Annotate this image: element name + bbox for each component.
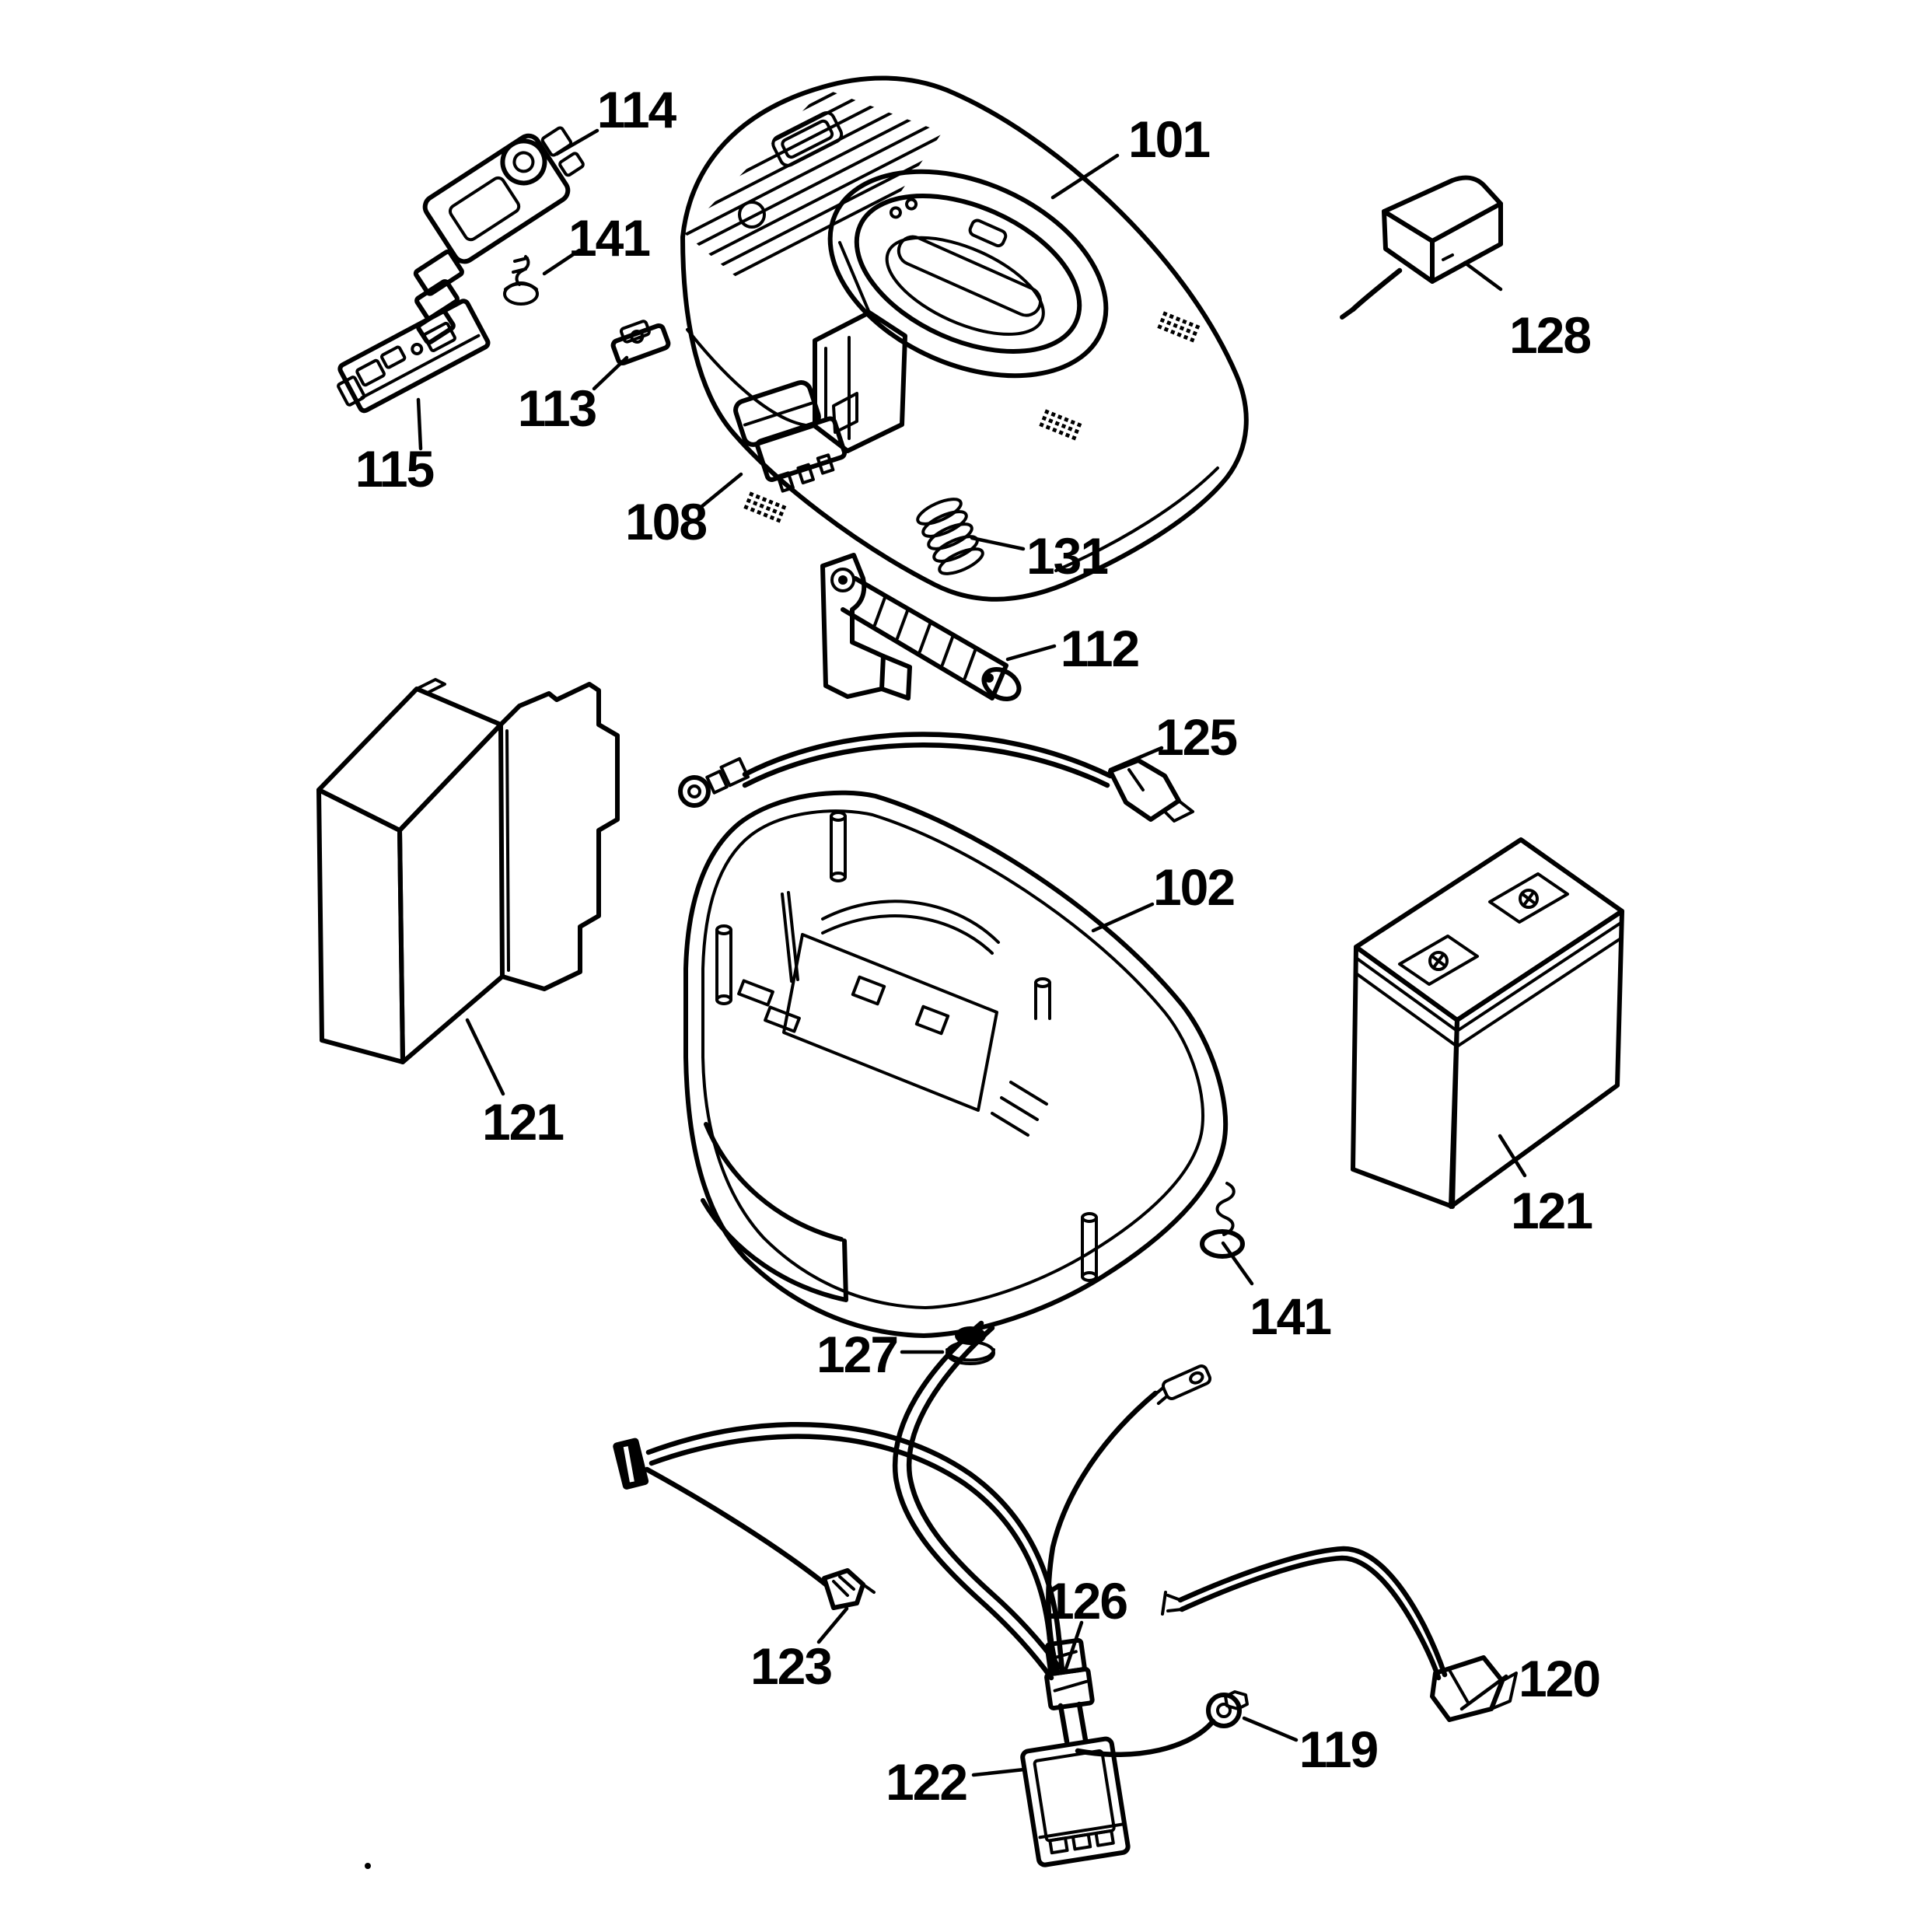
vent-grid xyxy=(743,491,787,523)
part-label-101: 101 xyxy=(1128,110,1209,168)
part-125-jumper-wire xyxy=(678,732,1194,823)
part-128-ac-adapter xyxy=(1340,175,1503,320)
part-label-125: 125 xyxy=(1155,708,1236,766)
boss-posts xyxy=(715,811,1098,1282)
handle-recess xyxy=(827,169,1109,379)
part-label-120: 120 xyxy=(1519,1650,1599,1707)
part-label-113: 113 xyxy=(518,379,596,437)
part-121-module-box xyxy=(316,678,620,1064)
part-label-119: 119 xyxy=(1299,1721,1378,1778)
part-115-circuit-board xyxy=(337,299,491,414)
part-label-127: 127 xyxy=(816,1326,897,1383)
part-label-114: 114 xyxy=(597,81,677,138)
print-artifact-dot xyxy=(365,1863,371,1869)
screw-141-bottom xyxy=(1200,1182,1245,1259)
vent-slats xyxy=(684,89,942,314)
leader-line-121 xyxy=(1498,1134,1527,1178)
part-102-base-housing xyxy=(683,790,1229,1338)
part-label-123: 123 xyxy=(750,1637,831,1695)
leader-line-123 xyxy=(816,1606,849,1644)
leader-line-108 xyxy=(700,472,743,508)
part-101-cover-housing xyxy=(680,75,1249,602)
vent-grid xyxy=(1039,409,1082,441)
spade-terminal xyxy=(1152,1364,1212,1406)
leader-line-131 xyxy=(970,536,1026,551)
part-label-102: 102 xyxy=(1153,858,1234,916)
part-label-108: 108 xyxy=(625,493,706,550)
part-label-131: 131 xyxy=(1026,527,1107,585)
battery-terminals xyxy=(1398,872,1569,986)
part-label-115: 115 xyxy=(355,440,434,498)
leader-line-120 xyxy=(1459,1674,1508,1711)
leader-line-122 xyxy=(971,1767,1026,1777)
part-label-122: 122 xyxy=(886,1753,966,1811)
part-label-121: 121 xyxy=(1511,1182,1592,1239)
leader-line-101 xyxy=(1050,153,1120,200)
screw-141-top xyxy=(503,255,539,306)
part-label-141: 141 xyxy=(568,209,649,267)
part-120-spade-connector xyxy=(1430,1655,1518,1722)
leader-line-125 xyxy=(1108,746,1164,772)
wiring-harness xyxy=(613,1320,1518,1867)
indicator-dot xyxy=(738,201,766,229)
part-112-lever-arm xyxy=(820,553,1022,701)
part-122-connector xyxy=(1020,1736,1131,1867)
leader-line-128 xyxy=(1463,260,1503,292)
internal-board xyxy=(737,891,1000,1112)
display-window xyxy=(771,111,844,167)
part-123-clip xyxy=(822,1568,876,1610)
leader-line-114 xyxy=(554,128,599,156)
part-label-112: 112 xyxy=(1061,620,1139,677)
part-119-ring-terminal xyxy=(1206,1690,1249,1728)
leader-line-141 xyxy=(1221,1241,1254,1286)
leader-line-102 xyxy=(1091,902,1155,933)
part-126-holder xyxy=(1044,1637,1095,1710)
leader-line-141 xyxy=(542,248,582,276)
part-121-battery xyxy=(1351,837,1624,1209)
part-label-126: 126 xyxy=(1046,1572,1127,1630)
part-108-switch xyxy=(733,380,848,493)
part-label-121: 121 xyxy=(482,1093,563,1151)
part-label-141: 141 xyxy=(1250,1287,1330,1345)
leader-line-112 xyxy=(1005,644,1057,662)
leader-line-121 xyxy=(465,1018,505,1096)
leader-line-119 xyxy=(1242,1716,1299,1742)
part-113-latch-button xyxy=(610,320,671,366)
leader-line-126 xyxy=(1064,1620,1084,1671)
part-labels-layer: 114 141 115 113 108 101 128 131 112 125 102 121 121 1… xyxy=(355,81,1601,1811)
harness-plug xyxy=(613,1438,649,1490)
part-label-128: 128 xyxy=(1509,306,1590,364)
part-131-spring xyxy=(916,498,984,575)
leader-line-113 xyxy=(592,355,629,391)
leader-line-115 xyxy=(416,397,423,451)
vent-grid xyxy=(1157,311,1201,343)
